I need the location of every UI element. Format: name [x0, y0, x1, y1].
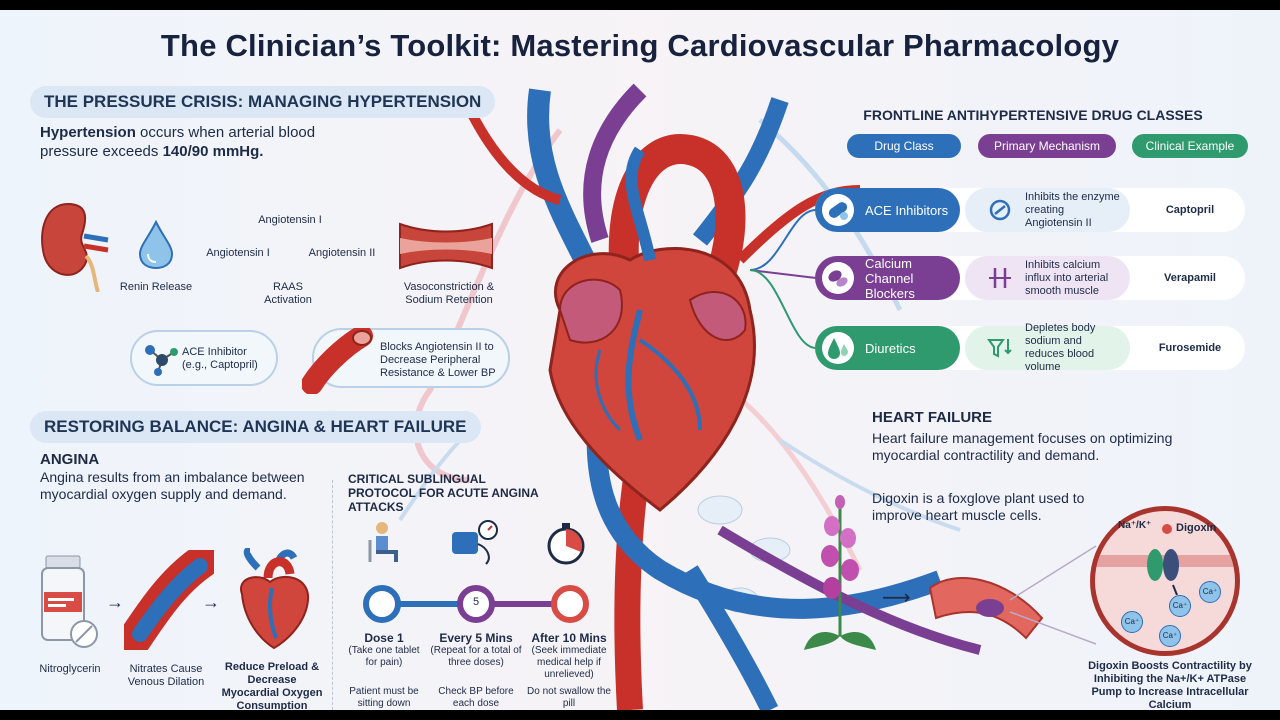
section-divider — [332, 480, 333, 710]
raas-activation-label: RAAS Activation — [264, 281, 312, 306]
intro-value: 140/90 mmHg. — [162, 143, 264, 160]
nitroglycerin-bottle-icon — [41, 555, 98, 648]
balance-heading: RESTORING BALANCE: ANGINA & HEART FAILUR… — [30, 411, 481, 443]
header-drug-class: Drug Class — [847, 134, 961, 158]
cell-zoom-circle: Ca⁺ Ca⁺ Ca⁺ Ca⁺ — [1090, 506, 1240, 656]
protocol-timeline — [363, 585, 589, 623]
water-drops-icon — [822, 332, 854, 364]
heart-failure-text: Heart failure management focuses on opti… — [872, 430, 1173, 463]
ace-inhibitor-text: ACE Inhibitor (e.g., Captopril) — [182, 346, 258, 371]
step-2-note: Check BP before each dose — [438, 686, 514, 709]
renin-drop-icon — [138, 220, 174, 270]
ion-ca-1: Ca⁺ — [1121, 611, 1143, 633]
digoxin-pill-icon — [1162, 524, 1172, 534]
sodium-potassium-pump-icon — [1147, 549, 1179, 595]
channel-block-icon — [989, 268, 1011, 288]
step-1-title: Dose 1 — [364, 631, 404, 645]
constricted-vessel-icon — [399, 222, 493, 270]
step-3-note: Do not swallow the pill — [527, 686, 611, 709]
arrow-icon: → — [202, 592, 220, 612]
artery-segment-icon — [302, 328, 373, 394]
vasoconstriction-label: Vasoconstriction & Sodium Retention — [403, 281, 495, 306]
drug-row-ace: ACE Inhibitors Inhibits the enzyme creat… — [815, 188, 1245, 232]
drug-class-name: Diuretics — [865, 340, 916, 356]
drug-class-name: Calcium Channel Blockers — [865, 255, 915, 301]
table-connector-lines — [750, 209, 817, 349]
mechanism-text: Depletes body sodium and reduces blood v… — [1025, 322, 1096, 373]
ion-ca-3: Ca⁺ — [1199, 581, 1221, 603]
header-primary-mechanism: Primary Mechanism — [978, 134, 1116, 158]
example-cell: Captopril — [1165, 204, 1215, 216]
seated-patient-icon — [368, 522, 398, 562]
step-2-title: Every 5 Mins — [439, 631, 513, 645]
angiotensin-right-label: Angiotensin II — [308, 247, 376, 259]
step-3-detail: (Seek immediate medical help if unreliev… — [531, 645, 607, 680]
hypertension-intro: Hypertension occurs when arterial blood … — [40, 123, 370, 161]
kidney-icon — [41, 202, 109, 292]
step-1-detail: (Take one tablet for pain) — [348, 645, 420, 668]
ion-ca-4: Ca⁺ — [1159, 625, 1181, 647]
hypertension-heading: THE PRESSURE CRISIS: MANAGING HYPERTENSI… — [30, 86, 496, 118]
small-heart-icon — [240, 548, 310, 650]
mechanism-cell: Inhibits calcium influx into arterial sm… — [965, 256, 1130, 300]
pump-label: Na⁺/K⁺ — [1118, 520, 1152, 531]
molecule-icon — [145, 345, 178, 376]
drug-table-heading: FRONTLINE ANTIHYPERTENSIVE DRUG CLASSES — [863, 107, 1203, 123]
step-1-note: Patient must be sitting down — [349, 686, 419, 709]
nitroglycerin-label: Nitroglycerin — [39, 663, 101, 675]
angiotensin-top-label: Angiotensin I — [258, 214, 322, 226]
drug-class-cell: Diuretics — [815, 326, 960, 370]
protocol-heading: CRITICAL SUBLINGUAL PROTOCOL FOR ACUTE A… — [348, 472, 539, 514]
header-clinical-example: Clinical Example — [1132, 134, 1248, 158]
muscle-cell-icon — [928, 577, 1044, 640]
timeline-counter: 5 — [472, 596, 480, 608]
arrow-icon: → — [106, 592, 124, 612]
enzyme-inhibit-icon — [989, 199, 1011, 221]
digoxin-caption: Digoxin Boosts Contractility by Inhibiti… — [1088, 660, 1252, 710]
ace-inhibitor-box: ACE Inhibitor (e.g., Captopril) — [130, 330, 278, 386]
drug-class-cell: Calcium Channel Blockers — [815, 255, 960, 301]
infographic-canvas: The Clinician’s Toolkit: Mastering Cardi… — [0, 10, 1280, 710]
timer-clock-icon — [547, 523, 585, 565]
tablets-icon — [822, 262, 854, 294]
renin-release-label: Renin Release — [119, 281, 193, 293]
example-cell: Verapamil — [1164, 272, 1216, 284]
step-2-detail: (Repeat for a total of three doses) — [430, 645, 522, 668]
drug-class-cell: ACE Inhibitors — [815, 188, 960, 232]
angiotensin-left-label: Angiotensin I — [206, 247, 270, 259]
example-cell: Furosemide — [1158, 342, 1222, 354]
intro-bold: Hypertension — [40, 124, 136, 141]
digoxin-label: Digoxin — [1176, 522, 1217, 534]
drug-row-ccb: Calcium Channel Blockers Inhibits calciu… — [815, 255, 1245, 301]
page-title: The Clinician’s Toolkit: Mastering Cardi… — [160, 28, 1120, 63]
drug-class-name: ACE Inhibitors — [865, 202, 949, 218]
dilated-vein-icon — [124, 550, 214, 650]
mechanism-cell: Depletes body sodium and reduces blood v… — [965, 322, 1130, 373]
intro-rest: occurs when arterial blood pressure exce… — [40, 124, 316, 160]
heart-failure-heading: HEART FAILURE — [872, 409, 992, 426]
mechanism-text: Inhibits the enzyme creating Angiotensin… — [1025, 190, 1120, 229]
nitrates-label: Nitrates Cause Venous Dilation — [127, 663, 205, 688]
ion-ca-2: Ca⁺ — [1169, 595, 1191, 617]
angina-text: Angina results from an imbalance between… — [40, 469, 305, 502]
mechanism-text: Inhibits calcium influx into arterial sm… — [1025, 258, 1109, 297]
angina-title: ANGINA — [40, 451, 100, 468]
filter-arrows-icon — [987, 339, 1012, 358]
blood-pressure-cuff-icon — [452, 520, 498, 565]
digoxin-text: Digoxin is a foxglove plant used to impr… — [872, 490, 1085, 523]
step-3-title: After 10 Mins — [531, 631, 607, 645]
foxglove-plant-icon — [804, 495, 876, 650]
blocks-angiotensin-text: Blocks Angiotensin II to Decrease Periph… — [380, 341, 496, 379]
zoom-lines — [1009, 545, 1097, 645]
capsule-pill-icon — [822, 194, 854, 226]
arrow-icon: ⟶ — [882, 587, 911, 609]
mechanism-cell: Inhibits the enzyme creating Angiotensin… — [965, 188, 1130, 232]
reduce-preload-label: Reduce Preload & Decrease Myocardial Oxy… — [221, 661, 323, 710]
drug-row-diuretics: Diuretics Depletes body sodium and reduc… — [815, 322, 1245, 373]
